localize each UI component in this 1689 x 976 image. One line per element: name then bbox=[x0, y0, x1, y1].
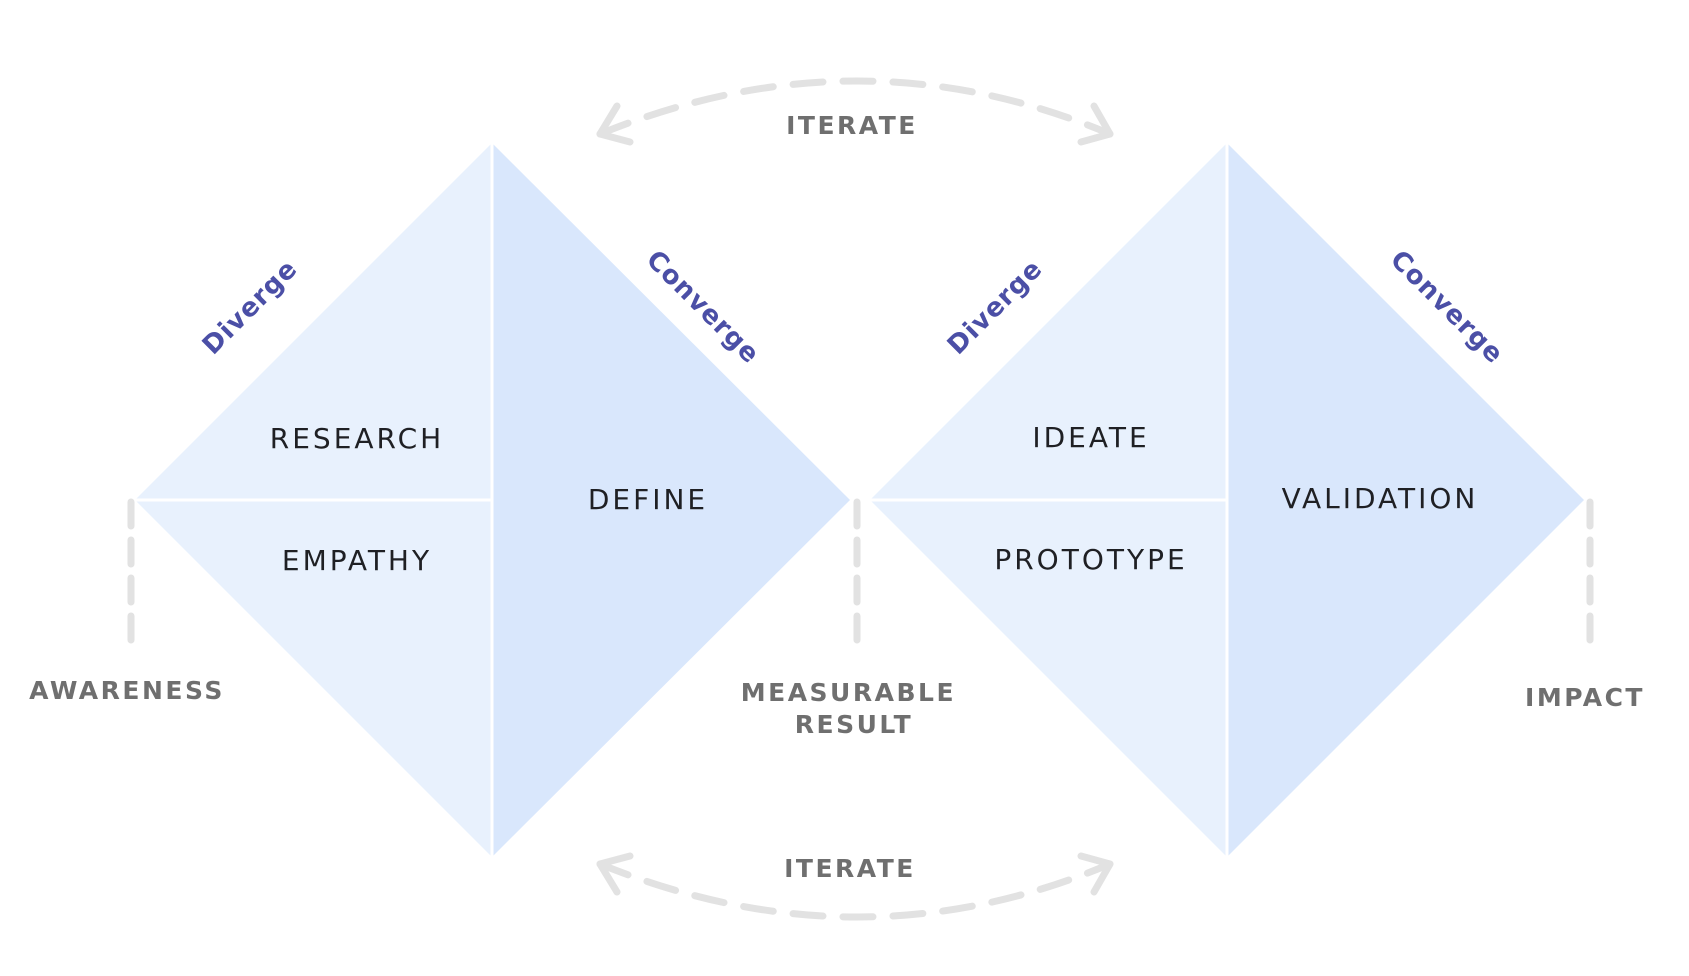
milestone-impact: IMPACT bbox=[1525, 683, 1645, 712]
milestone-measurable-result: MEASURABLE RESULT bbox=[741, 678, 968, 739]
iterate-label-top: ITERATE bbox=[786, 111, 918, 140]
iterate-top-curve bbox=[596, 77, 1114, 138]
milestone-measurable-line-2: RESULT bbox=[795, 710, 913, 739]
arrow-left-icon bbox=[596, 852, 634, 896]
stage-ideate: IDEATE bbox=[1032, 421, 1149, 454]
diverge-label-1: Diverge bbox=[197, 254, 304, 361]
milestone-impact-line: IMPACT bbox=[1525, 683, 1645, 712]
milestone-awareness-line: AWARENESS bbox=[29, 676, 225, 705]
stage-research: RESEARCH bbox=[270, 422, 444, 455]
iterate-arrow-bottom: ITERATE bbox=[596, 852, 1114, 921]
milestone-measurable-line-1: MEASURABLE bbox=[741, 678, 956, 707]
stage-prototype: PROTOTYPE bbox=[994, 543, 1187, 576]
diamond-discover-define: RESEARCH EMPATHY DEFINE Diverge Converge bbox=[135, 143, 850, 857]
stage-empathy: EMPATHY bbox=[282, 544, 432, 577]
stage-validation: VALIDATION bbox=[1282, 482, 1479, 515]
diamond-develop-deliver: IDEATE PROTOTYPE VALIDATION Diverge Conv… bbox=[870, 143, 1584, 857]
milestone-awareness: AWARENESS bbox=[29, 676, 225, 705]
iterate-arrow-top: ITERATE bbox=[596, 77, 1114, 146]
stage-define: DEFINE bbox=[588, 483, 708, 516]
arrow-left-icon bbox=[596, 102, 634, 146]
converge-triangle-2 bbox=[1227, 143, 1584, 857]
converge-triangle-1 bbox=[492, 143, 850, 857]
iterate-bottom-curve bbox=[596, 860, 1114, 921]
arrow-right-icon bbox=[1077, 852, 1114, 896]
arrow-right-icon bbox=[1077, 102, 1114, 146]
iterate-label-bottom: ITERATE bbox=[784, 854, 916, 883]
